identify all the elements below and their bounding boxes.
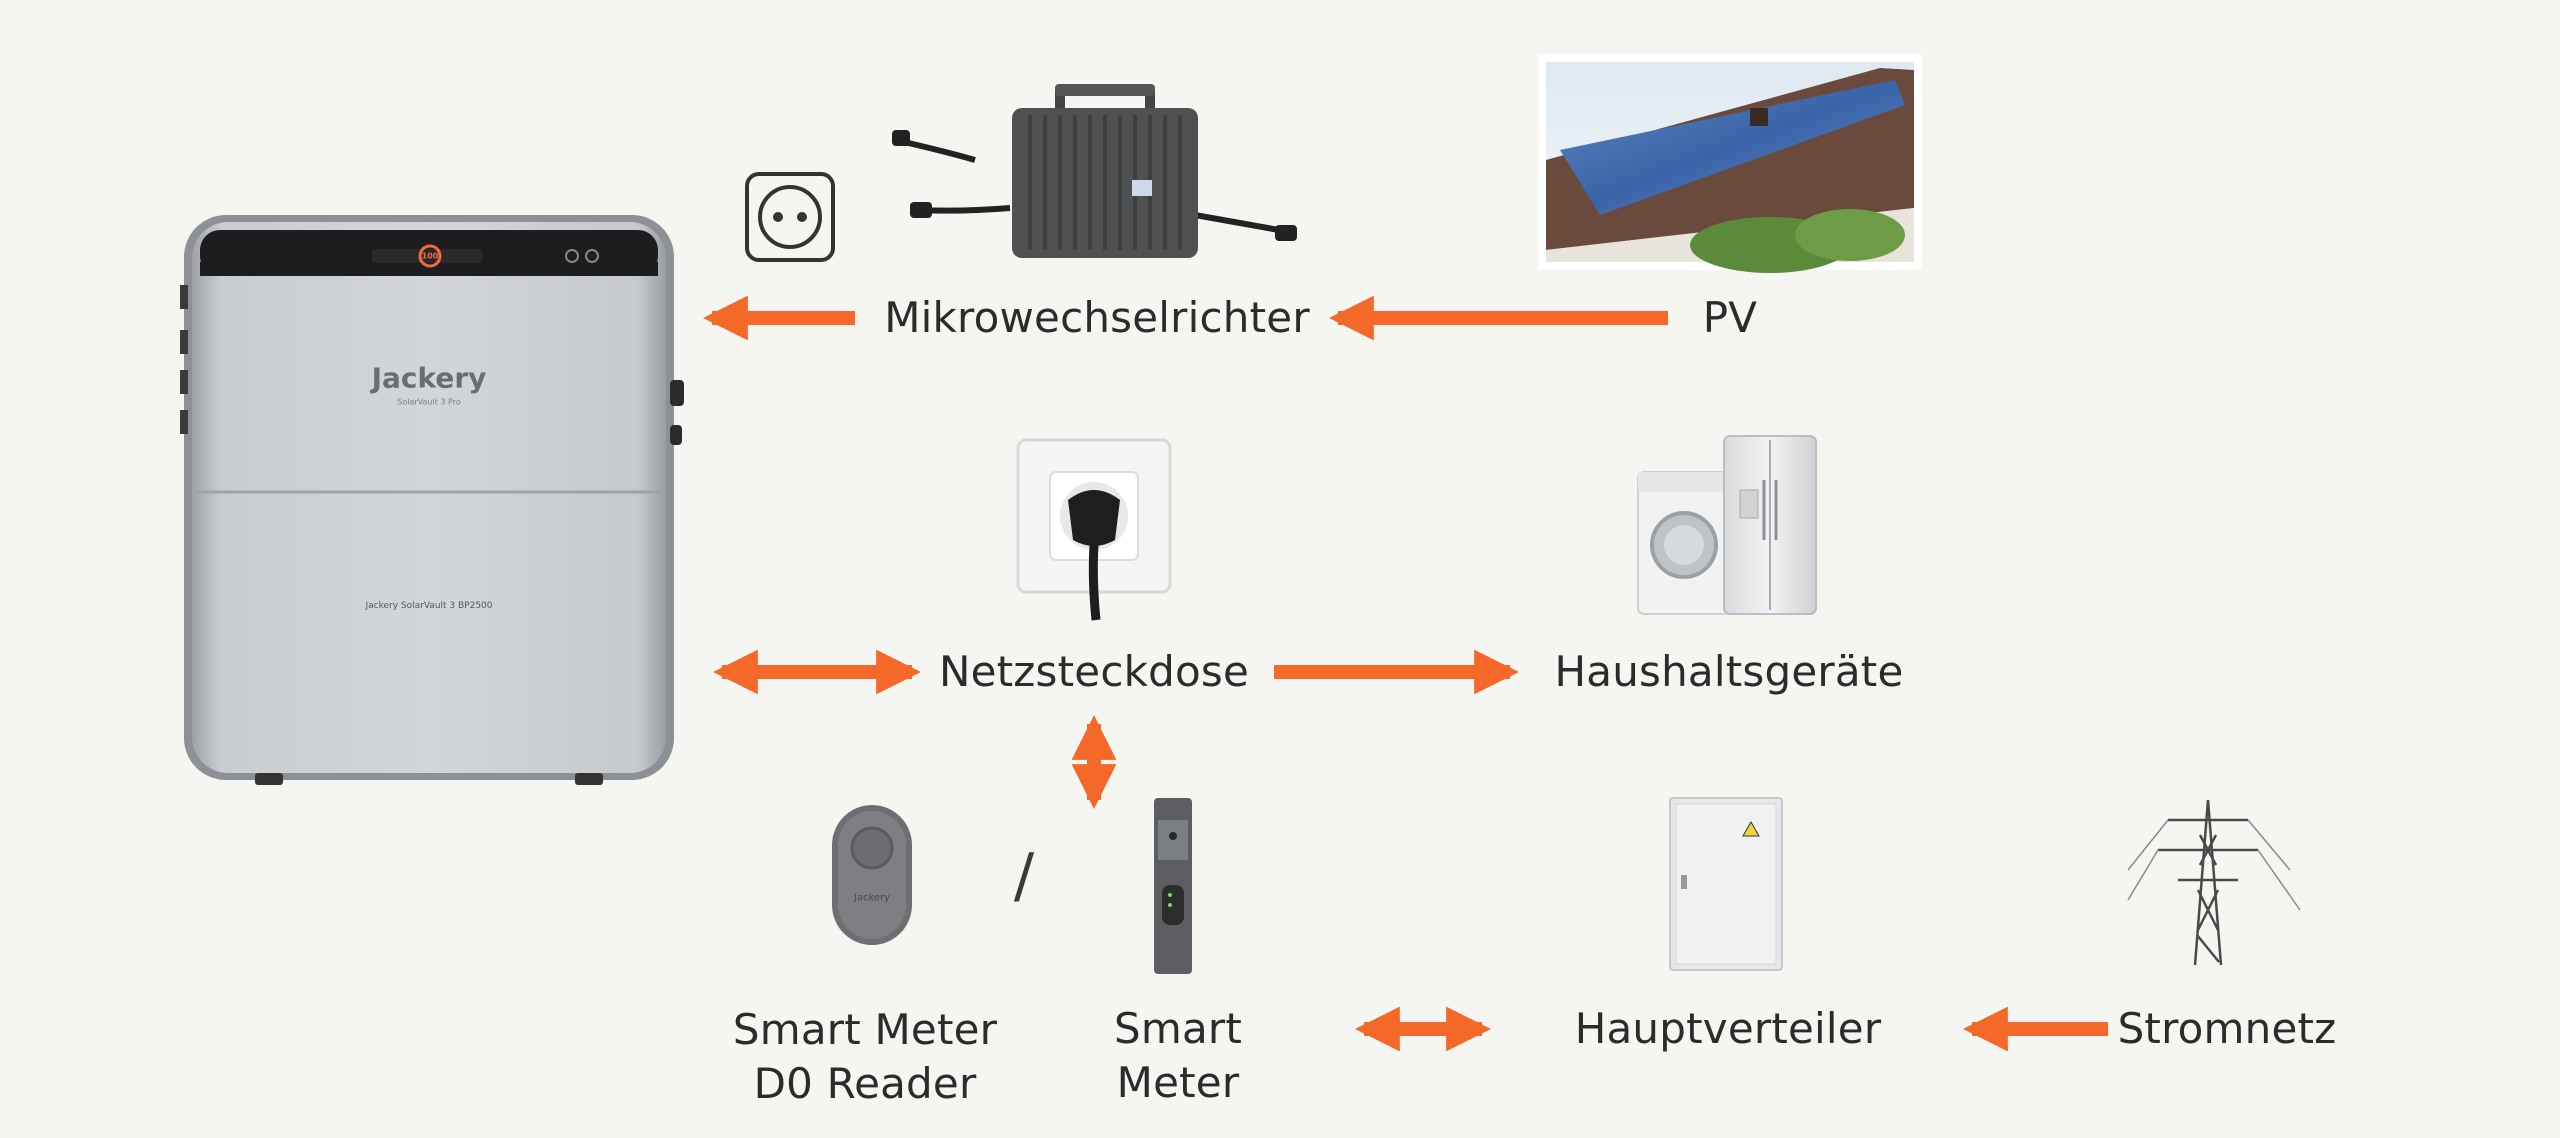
meter-label: Smart Meter <box>1114 1002 1242 1110</box>
separator-slash: / <box>1013 841 1035 911</box>
grid-label: Stromnetz <box>2117 1004 2337 1053</box>
wall-socket-plug-icon <box>1016 438 1172 621</box>
reader-label-line1: Smart Meter <box>732 1005 998 1054</box>
reader-label-line2: D0 Reader <box>753 1059 977 1108</box>
battery-brand: Jackery <box>371 361 487 395</box>
socket-label: Netzsteckdose <box>938 647 1250 696</box>
outlet-icon <box>745 172 835 262</box>
inverter-label: Mikrowechselrichter <box>884 293 1310 342</box>
microinverter-icon <box>892 84 1297 258</box>
pv-label: PV <box>1702 293 1758 342</box>
reader-label: Smart Meter D0 Reader <box>733 1003 997 1111</box>
battery-display: 100 <box>421 251 439 261</box>
distribution-cabinet-icon <box>1669 797 1783 971</box>
distribution-label: Hauptverteiler <box>1574 1004 1882 1053</box>
meter-label-line2: Meter <box>1116 1058 1240 1107</box>
battery-unit <box>180 215 684 785</box>
power-tower-icon <box>2127 799 2301 966</box>
fridge-icon <box>1723 435 1817 615</box>
appliances-label: Haushaltsgeräte <box>1554 647 1904 696</box>
arrows <box>703 295 2108 1052</box>
meter-label-line1: Smart <box>1113 1004 1243 1053</box>
battery-model-bottom: Jackery SolarVault 3 BP2500 <box>365 601 493 611</box>
smart-meter-icon <box>1154 798 1192 974</box>
d0-reader-icon <box>832 805 912 945</box>
reader-brand: Jackery <box>853 892 891 904</box>
battery-model-top: SolarVault 3 Pro <box>397 397 461 407</box>
solar-roof-icon <box>1538 54 1922 273</box>
washing-machine-icon <box>1637 471 1731 615</box>
